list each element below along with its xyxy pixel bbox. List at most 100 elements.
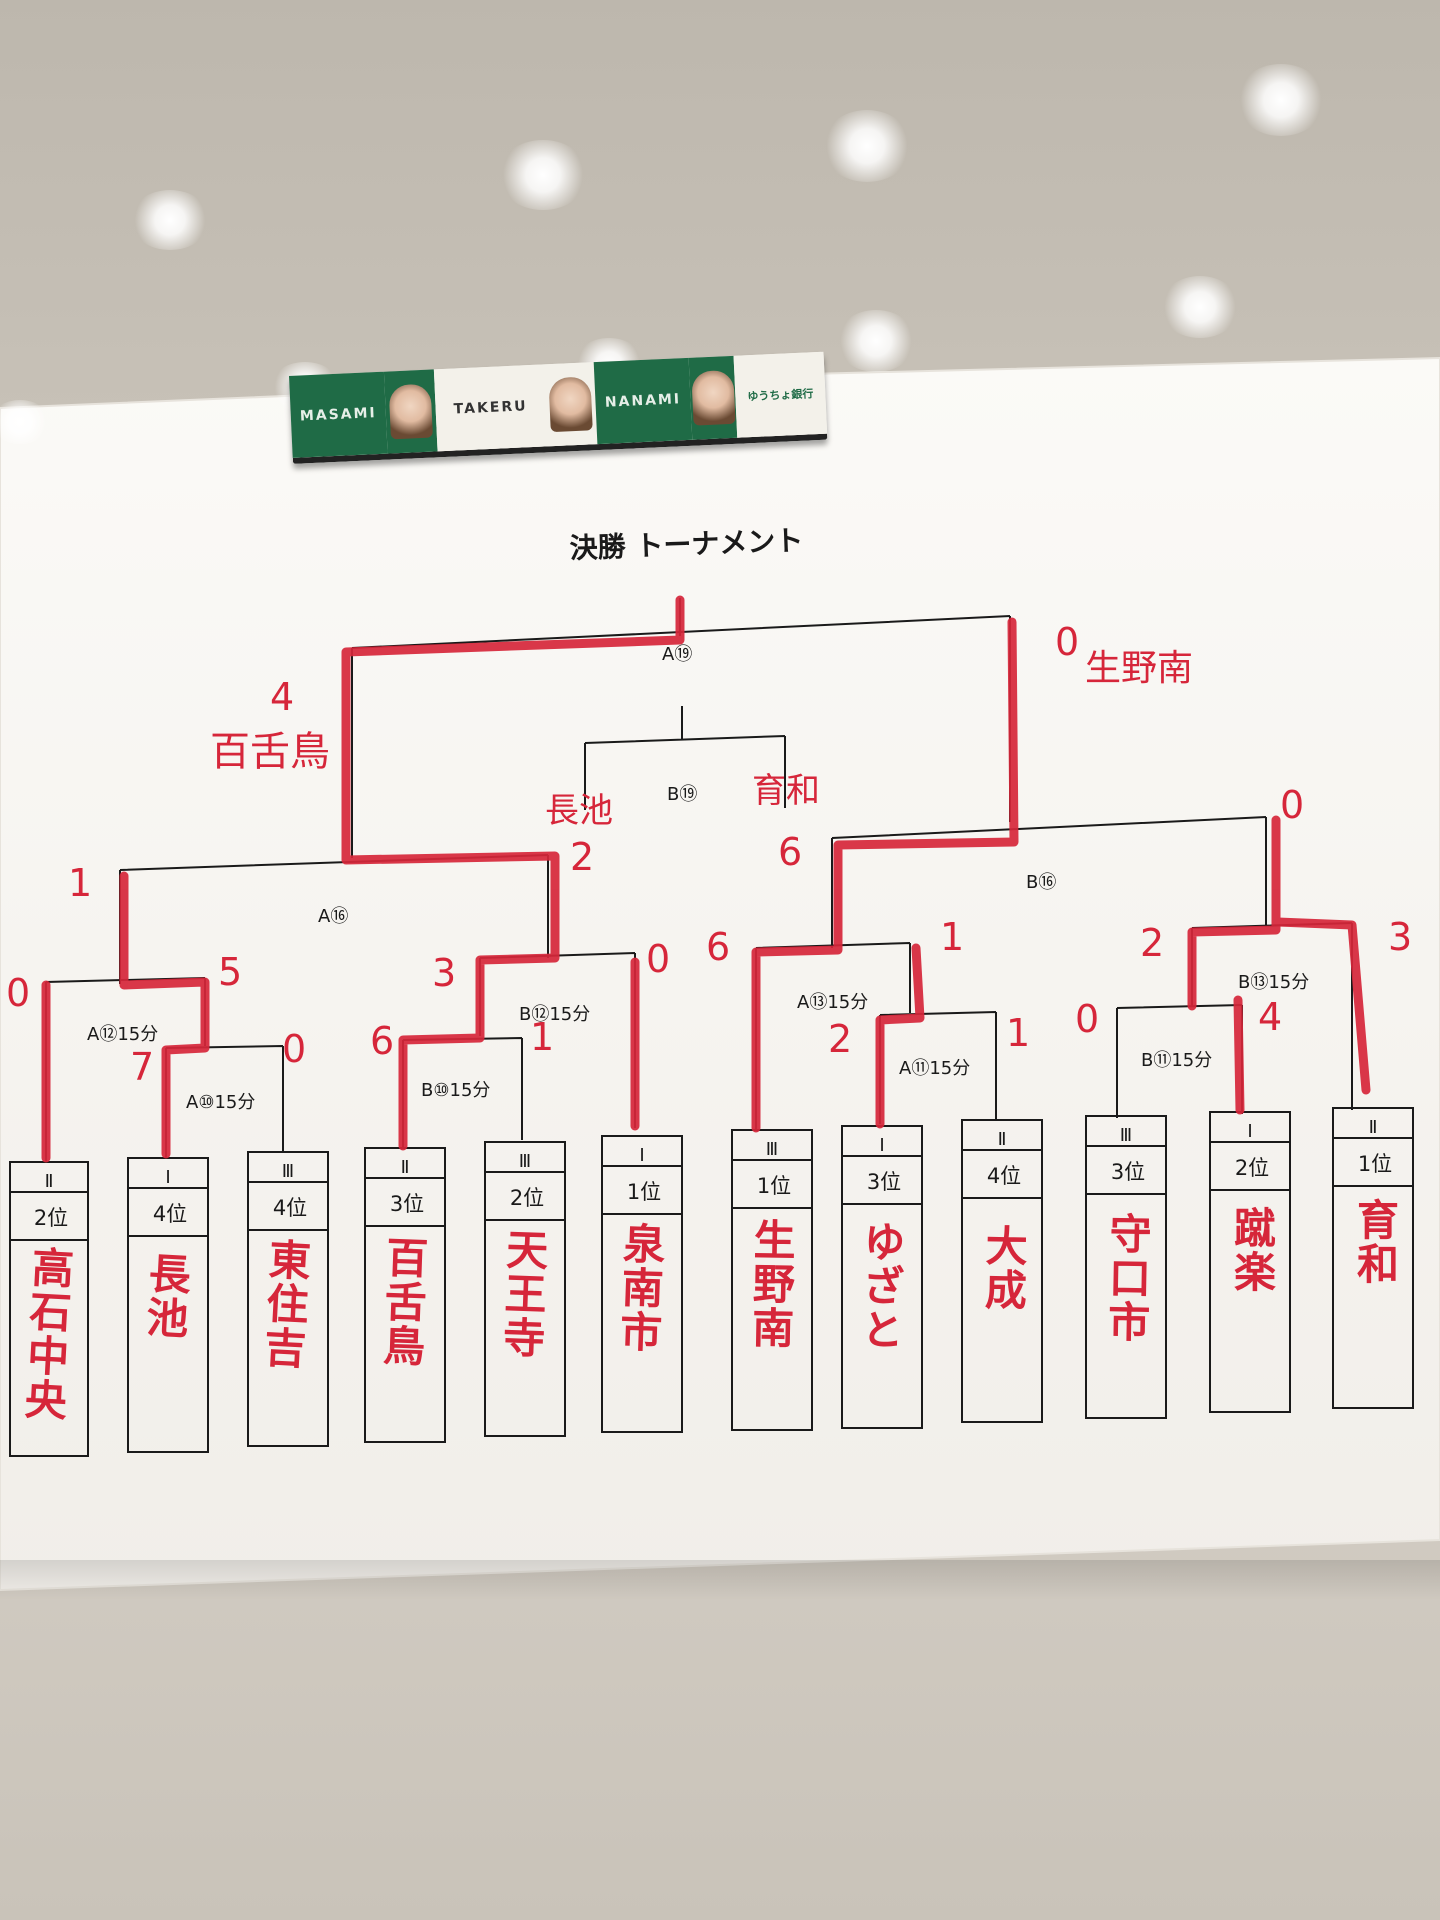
score-note: 0 xyxy=(1075,997,1099,1041)
team-names: 高石中央 長池 東住吉 百舌鳥 天王寺 泉南市 生野南 ゆざと 大成 守口市 蹴… xyxy=(17,1198,1399,1423)
score-note: 0 xyxy=(282,1027,306,1071)
score-note: 0 xyxy=(6,971,30,1015)
match-label: B⑩15分 xyxy=(421,1080,490,1101)
team-rank: 3位 xyxy=(1111,1160,1145,1184)
match-label: A⑯ xyxy=(318,906,348,927)
match-label: A⑫15分 xyxy=(87,1024,158,1045)
score-note: 0 xyxy=(1280,783,1304,827)
bank-logo: ゆうちょ銀行 xyxy=(733,351,828,438)
match-label: A⑲ xyxy=(662,644,692,665)
team-rank: 3位 xyxy=(867,1170,901,1194)
team-rank: 1位 xyxy=(627,1180,661,1204)
light-reflection xyxy=(498,140,588,210)
score-note: 1 xyxy=(940,915,964,959)
team-league: Ⅰ xyxy=(1247,1121,1252,1142)
score-note: 6 xyxy=(370,1019,394,1063)
magnet-segment: MASAMI xyxy=(289,371,388,458)
team-rank: 2位 xyxy=(1235,1156,1269,1180)
score-note: 2 xyxy=(828,1017,852,1061)
magnet-photo xyxy=(543,362,598,447)
school-note: 生野南 xyxy=(1085,648,1193,689)
school-note: 長池 xyxy=(545,791,613,831)
handwritten-notes: 4 百舌鳥 0 生野南 長池 育和 6 2 0 1 5 7 0 0 3 6 1 … xyxy=(6,620,1412,1089)
score-note: 2 xyxy=(1140,921,1164,965)
light-reflection xyxy=(130,190,210,250)
page-title: 決勝 トーナメント xyxy=(569,524,804,565)
light-reflection xyxy=(1160,276,1240,338)
match-label: B⑯ xyxy=(1026,872,1056,893)
team-name: 蹴楽 xyxy=(1228,1206,1277,1294)
match-label: B⑲ xyxy=(667,784,697,805)
team-labels: Ⅱ 2位 Ⅰ 4位 Ⅲ 4位 Ⅱ 3位 Ⅲ 2位 Ⅰ 1位 Ⅲ 1位 Ⅰ 3位 … xyxy=(34,1117,1392,1230)
light-reflection xyxy=(836,310,916,372)
team-name: ゆざと xyxy=(855,1220,906,1353)
score-note: 3 xyxy=(432,951,456,995)
team-rank: 3位 xyxy=(390,1192,424,1216)
magnet-segment: NANAMI xyxy=(593,357,693,445)
team-name: 東住吉 xyxy=(257,1237,313,1371)
score-note: 6 xyxy=(778,830,802,874)
match-label: B⑫15分 xyxy=(519,1004,590,1025)
match-label: A⑬15分 xyxy=(797,992,868,1013)
match-label: A⑪15分 xyxy=(899,1058,970,1079)
match-label: A⑩15分 xyxy=(186,1092,255,1113)
score-note: 2 xyxy=(570,835,594,879)
team-league: Ⅲ xyxy=(282,1161,294,1182)
team-league: Ⅰ xyxy=(879,1135,884,1156)
match-label: B⑪15分 xyxy=(1141,1050,1212,1071)
team-league: Ⅲ xyxy=(766,1139,778,1160)
team-rank: 4位 xyxy=(987,1164,1021,1188)
team-rank: 4位 xyxy=(153,1202,187,1226)
team-league: Ⅰ xyxy=(639,1145,644,1166)
portrait-photo xyxy=(388,383,433,440)
team-league: Ⅱ xyxy=(401,1157,410,1178)
team-rank: 2位 xyxy=(510,1186,544,1210)
team-rank: 2位 xyxy=(34,1206,68,1230)
light-reflection xyxy=(0,400,50,444)
team-league: Ⅰ xyxy=(165,1167,170,1188)
team-name: 育和 xyxy=(1351,1198,1400,1286)
paper-shadow xyxy=(0,1560,1440,1600)
team-name: 守口市 xyxy=(1101,1212,1152,1345)
magnet-photo xyxy=(383,369,438,454)
team-name: 長池 xyxy=(139,1251,193,1341)
score-note: 7 xyxy=(130,1045,154,1089)
magnet-photo xyxy=(688,355,738,440)
score-note: 4 xyxy=(1258,995,1282,1039)
magnet-segment: TAKERU xyxy=(433,364,548,452)
team-rank: 4位 xyxy=(273,1196,307,1220)
team-league: Ⅱ xyxy=(45,1171,54,1192)
team-league: Ⅱ xyxy=(1369,1117,1378,1138)
match-labels: A⑲ B⑲ A⑯ B⑯ A⑫15分 A⑩15分 B⑫15分 B⑩15分 A⑬15… xyxy=(87,644,1309,1113)
team-name: 天王寺 xyxy=(496,1227,550,1361)
light-reflection xyxy=(1236,64,1326,136)
team-name: 百舌鳥 xyxy=(376,1235,430,1369)
team-name: 大成 xyxy=(978,1224,1029,1313)
score-note: 5 xyxy=(218,950,242,994)
portrait-photo xyxy=(548,376,593,433)
team-name: 生野南 xyxy=(745,1218,796,1351)
portrait-photo xyxy=(690,369,736,426)
team-league: Ⅱ xyxy=(998,1129,1007,1150)
score-note: 0 xyxy=(1055,620,1079,664)
light-reflection xyxy=(822,110,912,182)
score-note: 6 xyxy=(706,925,730,969)
match-label: B⑬15分 xyxy=(1238,972,1309,993)
score-note: 4 xyxy=(270,675,294,719)
team-rank: 1位 xyxy=(1358,1152,1392,1176)
team-boxes xyxy=(9,1107,1414,1457)
school-note: 百舌鳥 xyxy=(210,729,330,775)
team-name: 高石中央 xyxy=(17,1245,75,1423)
score-note: 1 xyxy=(530,1015,554,1059)
school-note: 育和 xyxy=(752,771,820,811)
team-name: 泉南市 xyxy=(613,1221,667,1355)
score-note: 3 xyxy=(1388,915,1412,959)
score-note: 1 xyxy=(1006,1011,1030,1055)
team-league: Ⅲ xyxy=(1120,1125,1132,1146)
team-league: Ⅲ xyxy=(519,1151,531,1172)
score-note: 0 xyxy=(646,937,670,981)
winner-marker-paths xyxy=(41,595,1371,1163)
team-rank: 1位 xyxy=(757,1174,791,1198)
score-note: 1 xyxy=(68,861,92,905)
